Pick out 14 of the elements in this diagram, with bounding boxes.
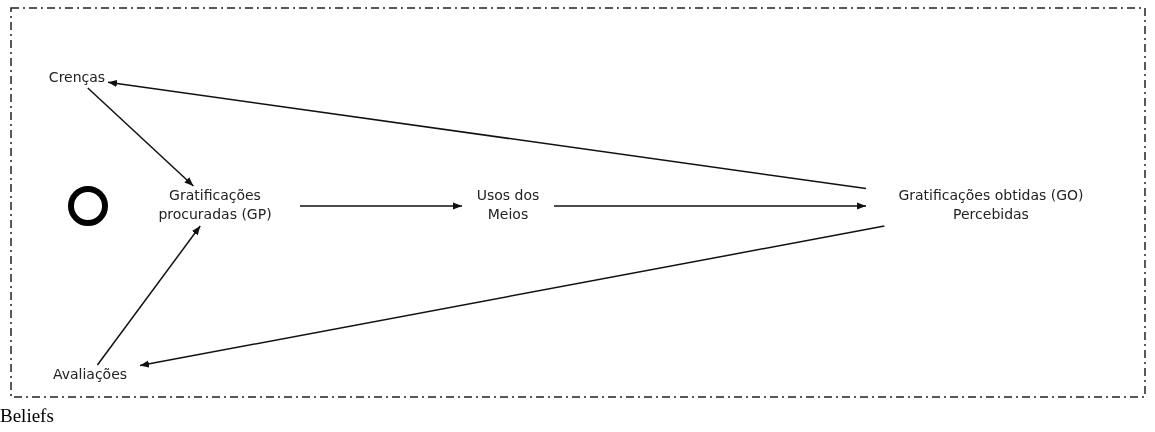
node-label: Crenças	[46, 68, 108, 88]
arrow	[96, 225, 201, 366]
arrow	[107, 80, 867, 190]
node-label: Gratificações procuradas (GP)	[130, 186, 300, 226]
arrow	[87, 87, 195, 187]
node-label: Usos dos Meios	[462, 186, 554, 226]
arrow	[139, 225, 886, 368]
dash-dot-frame	[10, 7, 1146, 398]
arrow	[299, 202, 463, 210]
node-label: Gratificações obtidas (GO) Percebidas	[866, 186, 1116, 226]
caption-text: Beliefs	[0, 405, 54, 427]
arrow	[553, 202, 867, 210]
node-label: Avaliações	[40, 365, 140, 385]
ring-circle	[68, 186, 108, 226]
